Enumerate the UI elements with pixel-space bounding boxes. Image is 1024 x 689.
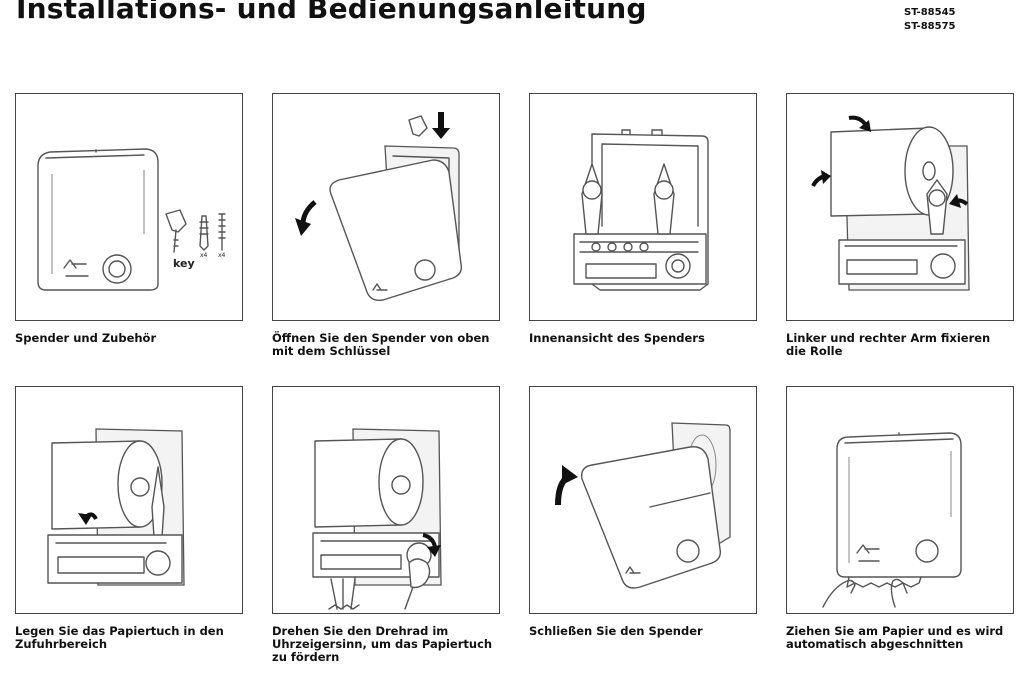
dispenser-illustration (37, 148, 159, 291)
paper-feed-illustration (47, 428, 185, 586)
arrow-icon (811, 170, 831, 187)
interior-illustration (573, 129, 709, 291)
step-card-5: Legen Sie das Papiertuch in den Zufuhrbe… (15, 386, 243, 651)
svg-text:x4: x4 (200, 252, 208, 259)
step-card-1: key x4 x4 Spender und Zubehör (15, 93, 243, 345)
rotate-arrow-icon (555, 465, 578, 506)
step-image-8 (786, 386, 1014, 614)
arrow-down-icon (432, 112, 450, 139)
rotate-arrow-icon (422, 533, 441, 557)
model-number: ST-88545 (904, 7, 956, 18)
page-title: Installations- und Bedienungsanleitung (16, 0, 647, 25)
step-caption: Legen Sie das Papiertuch in den Zufuhrbe… (15, 624, 224, 651)
step-image-6 (272, 386, 500, 614)
arrow-icon (78, 512, 98, 525)
model-number: ST-88575 (904, 21, 956, 32)
screw-icon: x4 (218, 213, 226, 259)
key-label: key (173, 257, 195, 270)
model-numbers: ST-88545 ST-88575 (904, 6, 956, 34)
turn-knob-illustration (312, 428, 442, 610)
step-card-7: Schließen Sie den Spender (529, 386, 757, 638)
step-caption: Schließen Sie den Spender (529, 624, 703, 638)
svg-text:x4: x4 (218, 252, 226, 259)
close-dispenser-illustration (581, 422, 731, 589)
roll-mount-illustration (830, 126, 970, 291)
step-card-3: Innenansicht des Spenders (529, 93, 757, 345)
step-image-3 (529, 93, 757, 321)
wall-plug-icon: x4 (199, 215, 209, 259)
step-card-2: Öffnen Sie den Spender von oben mit dem … (272, 93, 500, 358)
step-caption: Spender und Zubehör (15, 331, 157, 345)
key-icon (408, 115, 428, 137)
step-image-5 (15, 386, 243, 614)
step-caption: Linker und rechter Arm fixieren die Roll… (786, 331, 991, 358)
rotate-arrow-icon (295, 200, 317, 236)
key-icon: key (165, 209, 195, 270)
arrow-icon (848, 115, 871, 132)
step-caption: Innenansicht des Spenders (529, 331, 705, 345)
step-card-6: Drehen Sie den Drehrad im Uhrzeigersinn,… (272, 386, 500, 664)
closed-dispenser-illustration (836, 432, 962, 588)
step-image-1: key x4 x4 (15, 93, 243, 321)
step-image-2 (272, 93, 500, 321)
hands-icon (822, 578, 908, 608)
step-caption: Ziehen Sie am Papier und es wird automat… (786, 624, 1004, 651)
step-caption: Öffnen Sie den Spender von oben mit dem … (272, 331, 490, 358)
step-image-7 (529, 386, 757, 614)
step-caption: Drehen Sie den Drehrad im Uhrzeigersinn,… (272, 624, 493, 664)
step-card-4: Linker und rechter Arm fixieren die Roll… (786, 93, 1014, 358)
step-card-8: Ziehen Sie am Papier und es wird automat… (786, 386, 1014, 651)
arrow-icon (949, 194, 969, 208)
step-image-4 (786, 93, 1014, 321)
open-dispenser-illustration (329, 145, 463, 302)
